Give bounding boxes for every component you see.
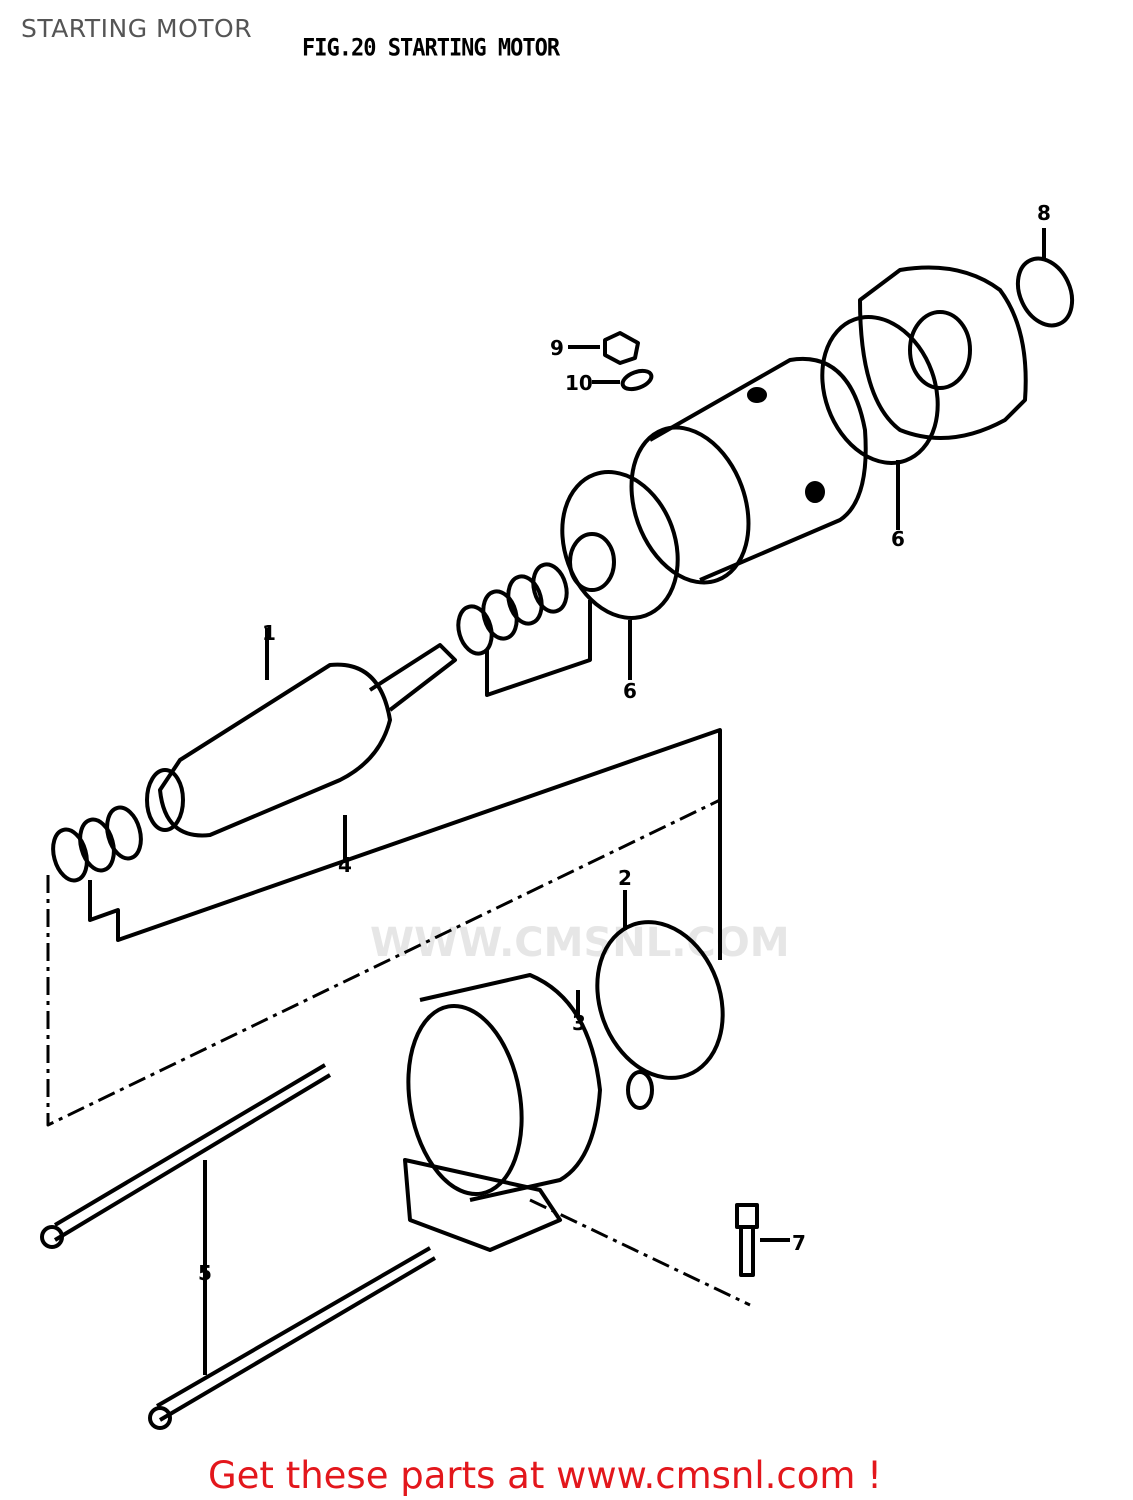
part-rear-housing[interactable] — [394, 973, 602, 1252]
part-yoke-housing[interactable] — [611, 356, 868, 599]
page-title: STARTING MOTOR — [21, 14, 253, 43]
part-washers-left[interactable] — [48, 728, 722, 960]
assembly-axis-lines — [46, 798, 751, 1307]
callout-6-lower: 6 — [623, 679, 637, 703]
callout-10: 10 — [565, 371, 593, 395]
part-screw-7[interactable] — [735, 1203, 790, 1277]
footer-link[interactable]: Get these parts at www.cmsnl.com ! — [208, 1454, 883, 1497]
part-armature-1[interactable] — [145, 628, 457, 838]
part-nut-9[interactable] — [568, 331, 640, 365]
part-brush-holder[interactable] — [576, 890, 743, 1110]
figure-title: FIG.20 STARTING MOTOR — [302, 34, 560, 63]
callout-2: 2 — [618, 866, 632, 890]
callout-7: 7 — [792, 1231, 806, 1255]
part-washers-4[interactable] — [453, 561, 592, 697]
callout-9: 9 — [550, 336, 564, 360]
callout-4: 4 — [338, 853, 352, 877]
callout-3: 3 — [572, 1011, 586, 1035]
part-o-ring-8[interactable] — [1008, 228, 1083, 334]
part-washer-10[interactable] — [592, 367, 654, 392]
callout-5: 5 — [198, 1261, 212, 1285]
part-end-cover[interactable] — [858, 265, 1028, 440]
callout-8: 8 — [1037, 201, 1051, 225]
part-o-ring-6-upper[interactable] — [803, 301, 958, 530]
part-through-bolts-5[interactable] — [40, 1063, 437, 1430]
callout-6-upper: 6 — [891, 527, 905, 551]
callout-1: 1 — [262, 621, 276, 645]
part-o-ring-6-lower[interactable] — [543, 456, 698, 680]
